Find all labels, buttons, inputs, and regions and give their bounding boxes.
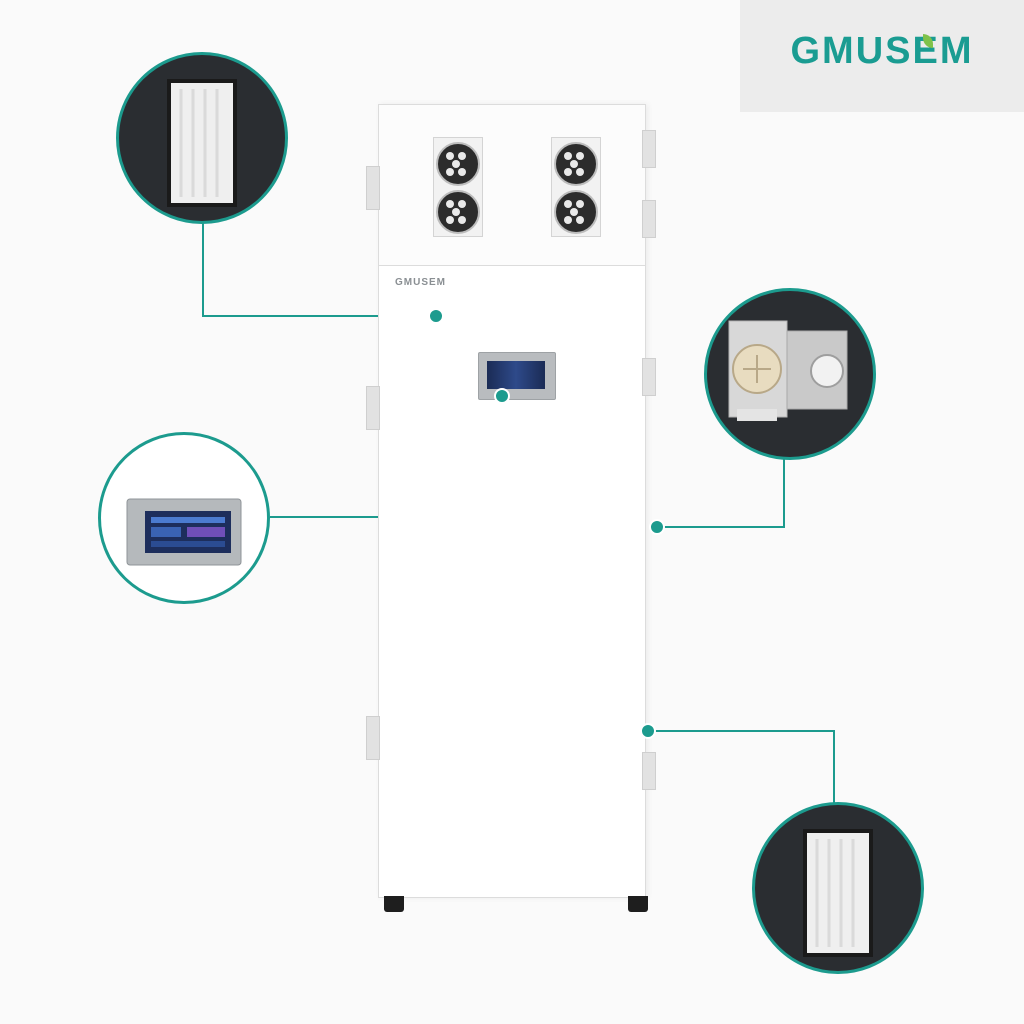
fan-grille-icon (436, 142, 480, 186)
hinge-left-3 (366, 716, 380, 760)
marker-dot-fan (649, 519, 665, 535)
connector-filter-bottom (648, 730, 835, 805)
marker-dot-filter (428, 308, 444, 324)
cabinet-logo: GMUSEM (395, 277, 446, 288)
air-handling-cabinet: GMUSEM (378, 104, 646, 898)
filter-top-callout (116, 52, 288, 224)
hinge-right-3 (642, 358, 656, 396)
hinge-right-4 (642, 752, 656, 790)
marker-dot-bottom-filter (640, 723, 656, 739)
vent-left (433, 137, 483, 237)
filter-bottom-callout (752, 802, 924, 974)
vent-right (551, 137, 601, 237)
air-filter-icon (803, 829, 873, 957)
control-panel-callout (98, 432, 270, 604)
fan-grille-icon (436, 190, 480, 234)
air-filter-icon (167, 79, 237, 207)
centrifugal-fan-icon (728, 320, 848, 421)
fan-grille-icon (554, 190, 598, 234)
hinge-left-2 (366, 386, 380, 430)
leaf-icon (923, 34, 933, 48)
control-panel[interactable] (478, 352, 556, 400)
hinge-left-1 (366, 166, 380, 210)
fan-grille-icon (554, 142, 598, 186)
cabinet-foot-left (384, 896, 404, 912)
cabinet-top-section (379, 105, 645, 266)
marker-dot-panel (494, 388, 510, 404)
hinge-right-2 (642, 200, 656, 238)
brand-logo: GMUSEM (790, 30, 974, 72)
cabinet-foot-right (628, 896, 648, 912)
hinge-right-1 (642, 130, 656, 168)
touch-panel-icon (126, 498, 242, 566)
connector-fan-motor (657, 452, 785, 528)
connector-filter-top (202, 220, 436, 317)
touch-screen[interactable] (487, 361, 545, 389)
brand-box: GMUSEM (740, 0, 1024, 112)
fan-motor-callout (704, 288, 876, 460)
